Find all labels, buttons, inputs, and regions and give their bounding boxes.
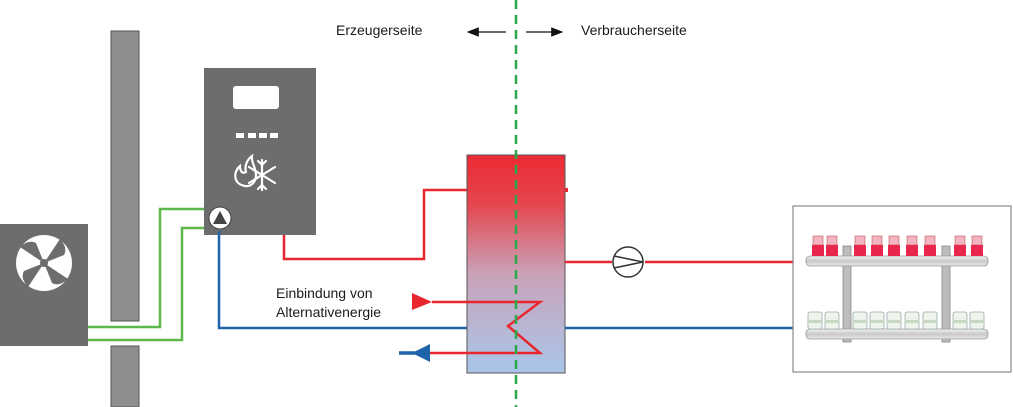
fan-icon [16, 235, 72, 291]
return-valve [922, 311, 938, 330]
alternative-energy-label-line2: Alternativenergie [276, 304, 382, 320]
return-valve [886, 311, 902, 330]
supply-valve [924, 235, 936, 256]
return-valve [824, 311, 840, 330]
consumer-side-label: Verbraucherseite [581, 22, 687, 38]
supply-valve [854, 235, 866, 256]
producer-side-label: Erzeugerseite [336, 22, 423, 38]
return-valve [904, 311, 920, 330]
supply-valve [971, 235, 983, 256]
cold-return-pipe [217, 231, 467, 330]
heating-manifold [792, 205, 1012, 373]
return-valve [807, 311, 823, 330]
supply-valve [888, 235, 900, 256]
supply-valve [826, 235, 838, 256]
hot-supply-pipe [282, 188, 467, 261]
outdoor-unit [0, 224, 88, 346]
flame-snowflake-icon [234, 153, 277, 192]
pump-icon [208, 206, 232, 230]
refrigerant-lines [88, 207, 208, 342]
return-valve [852, 311, 868, 330]
supply-valve [812, 235, 824, 256]
supply-valve [906, 235, 918, 256]
return-valve [869, 311, 885, 330]
return-valve [969, 311, 985, 330]
supply-valve [871, 235, 883, 256]
alternative-energy-coil [399, 293, 544, 362]
alternative-energy-label-line1: Einbindung von [276, 285, 373, 301]
circulation-pump-icon [612, 246, 644, 278]
wall [110, 30, 140, 407]
boiler [204, 68, 316, 235]
return-valve [952, 311, 968, 330]
supply-valve [954, 235, 966, 256]
